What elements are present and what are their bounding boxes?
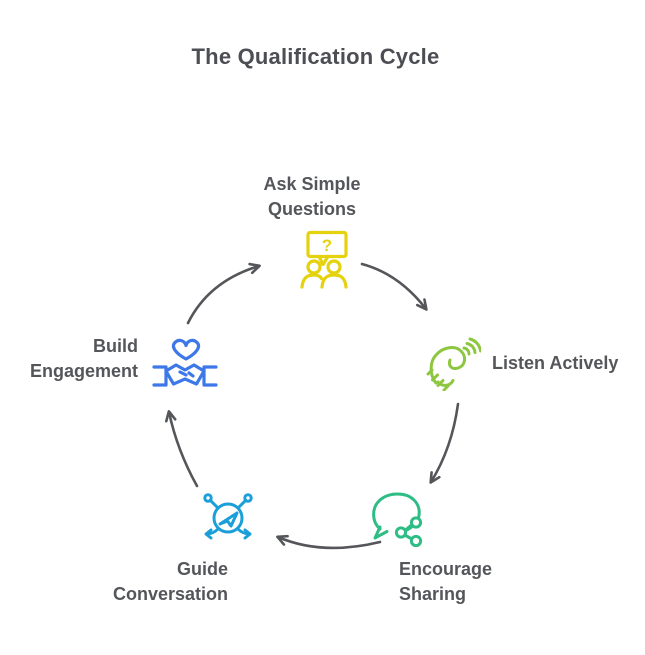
label-line: Questions bbox=[267, 199, 356, 219]
question-mark: ? bbox=[322, 236, 332, 255]
arrow-ask-to-listen bbox=[360, 262, 428, 311]
navigation-send-icon bbox=[203, 493, 253, 540]
arrow-build-to-ask bbox=[186, 262, 261, 325]
label-line: Conversation bbox=[112, 584, 228, 604]
label-line: Engagement bbox=[29, 361, 138, 381]
diagram-title: The Qualification Cycle bbox=[191, 44, 440, 69]
handshake-heart-icon bbox=[152, 338, 218, 387]
label-line: Ask Simple bbox=[263, 174, 361, 194]
label-line: Encourage bbox=[399, 559, 493, 579]
listening-ear-icon bbox=[426, 337, 481, 391]
arrow-guide-to-build bbox=[164, 410, 199, 488]
arrow-encourage-to-guide bbox=[276, 534, 382, 550]
label-guide-conversation: Guide Conversation bbox=[113, 557, 228, 607]
label-encourage-sharing: Encourage Sharing bbox=[399, 557, 492, 607]
speech-bubble-share-icon bbox=[372, 492, 423, 548]
people-question-bubble-icon: ? bbox=[300, 230, 348, 289]
label-line: Build bbox=[93, 336, 138, 356]
label-build-engagement: Build Engagement bbox=[30, 334, 138, 384]
label-line: Sharing bbox=[399, 584, 467, 604]
arrow-listen-to-encourage bbox=[429, 402, 460, 484]
label-line: Listen Actively bbox=[492, 353, 619, 373]
label-line: Guide bbox=[176, 559, 228, 579]
label-ask-simple-questions: Ask Simple Questions bbox=[232, 172, 392, 222]
label-listen-actively: Listen Actively bbox=[492, 351, 618, 376]
